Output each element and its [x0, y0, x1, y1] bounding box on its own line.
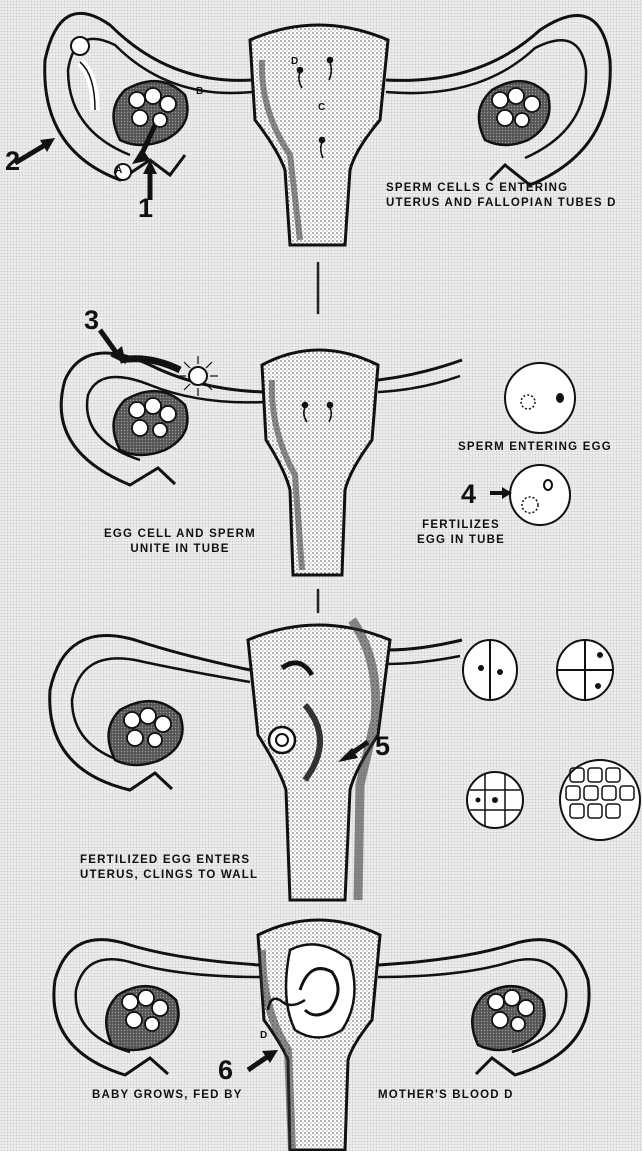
right-fallopian-tube	[388, 640, 462, 650]
egg-cell	[71, 37, 89, 55]
right-fallopian-tube	[378, 360, 462, 380]
caption-fertilized-egg-line1: FERTILIZED EGG ENTERS	[80, 853, 250, 868]
egg-inset-sperm-entering	[505, 363, 575, 433]
embryo-sac	[286, 944, 355, 1037]
caption-fertilized-egg-line2: UTERUS, CLINGS TO WALL	[80, 868, 258, 883]
egg-cell-in-tube	[189, 367, 207, 385]
caption-egg-sperm-unite-line2: UNITE IN TUBE	[70, 542, 290, 557]
step-number-2: 2	[5, 148, 20, 175]
uterus	[250, 25, 388, 245]
step-number-1: 1	[138, 195, 153, 222]
step-number-6: 6	[218, 1057, 233, 1084]
egg-inset-fertilized	[510, 465, 570, 525]
caption-sperm-cells-line2: UTERUS AND FALLOPIAN TUBES D	[386, 196, 617, 211]
letter-d-bottom: D	[260, 1030, 267, 1041]
caption-fertilizes-line1: FERTILIZES	[406, 518, 516, 533]
caption-mothers-blood: MOTHER'S BLOOD D	[378, 1088, 514, 1103]
cell-division-sequence	[463, 640, 640, 840]
letter-b: B	[196, 86, 203, 97]
letter-a: A	[115, 165, 122, 176]
caption-egg-sperm-unite-line1: EGG CELL AND SPERM	[70, 527, 290, 542]
letter-d-top: D	[291, 56, 298, 67]
caption-fertilizes-line2: EGG IN TUBE	[406, 533, 516, 548]
letter-c: C	[318, 102, 325, 113]
caption-baby-grows: BABY GROWS, FED BY	[92, 1088, 242, 1103]
caption-sperm-cells-line1: SPERM CELLS C ENTERING	[386, 181, 568, 196]
fertilized-egg	[269, 727, 295, 753]
caption-sperm-entering-egg: SPERM ENTERING EGG	[458, 440, 612, 455]
step-number-5: 5	[375, 733, 390, 760]
step-number-3: 3	[84, 307, 99, 334]
step-number-4: 4	[461, 481, 476, 508]
panel-4-baby-grows	[54, 920, 589, 1150]
